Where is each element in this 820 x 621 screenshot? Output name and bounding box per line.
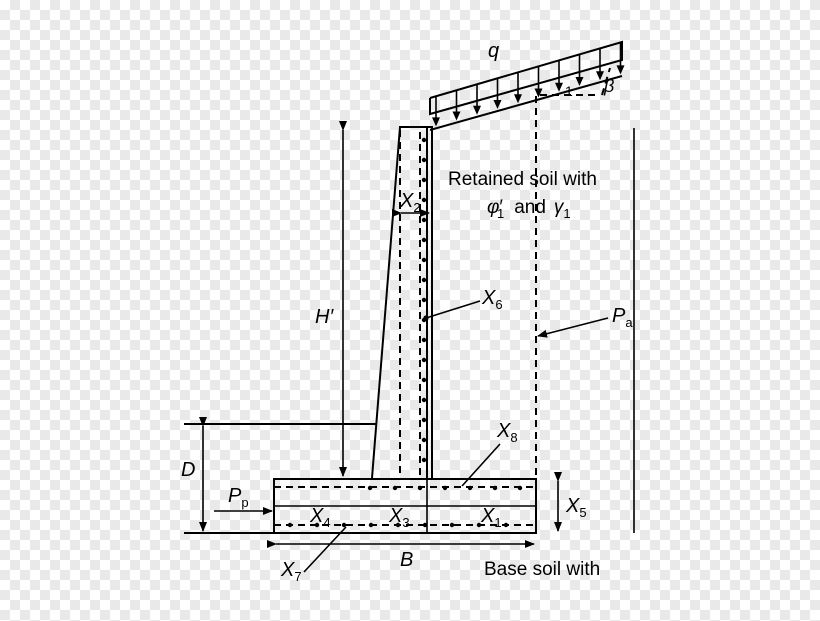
base-top-dot xyxy=(442,485,448,491)
base-soil-label: Base soil with xyxy=(484,559,600,580)
x6-leader xyxy=(425,300,481,319)
dimension-h-prime: H′ xyxy=(315,121,347,477)
leader-x6: X6 xyxy=(423,287,503,321)
base-top-dot xyxy=(392,485,398,491)
q-label: q xyxy=(488,40,499,62)
retained-soil-line1: Retained soil with xyxy=(448,169,597,190)
stem-rebar-dot xyxy=(421,357,427,363)
stem-rebar-dot xyxy=(421,257,427,263)
x2-label: X2 xyxy=(399,190,421,215)
slope-ratio-label: 1 xyxy=(565,83,573,99)
stem-rebar-dot xyxy=(421,157,427,163)
stem-rebar-dot xyxy=(421,297,427,303)
surcharge-arrow-head xyxy=(514,94,522,104)
stem-rebar-dot xyxy=(421,437,427,443)
x4-label: X4 xyxy=(309,505,331,530)
base-bottom-dot xyxy=(395,522,401,528)
base-bottom-dot xyxy=(449,522,455,528)
surcharge-arrow-head xyxy=(596,71,604,81)
base-top-dot xyxy=(467,485,473,491)
base-bottom-dot xyxy=(368,522,374,528)
stem-rebar-dots xyxy=(421,137,427,463)
dimension-b: B xyxy=(267,540,535,571)
base-bottom-dot xyxy=(476,522,482,528)
stem-rebar-dot xyxy=(421,457,427,463)
surcharge-outline xyxy=(429,40,623,116)
dimension-x2: X2 xyxy=(392,190,430,217)
stem-rebar-dot xyxy=(421,177,427,183)
stem-outline xyxy=(371,126,433,479)
base-bottom-dot xyxy=(422,522,428,528)
surcharge-arrow-head xyxy=(493,100,502,110)
dimension-d: D xyxy=(181,417,207,532)
surcharge-arrow-head xyxy=(432,117,440,127)
surcharge-arrow-head xyxy=(473,105,481,115)
base-bottom-dot xyxy=(503,522,509,528)
stem-rebar-dot xyxy=(421,137,427,143)
stem-rebar-dot xyxy=(421,237,427,243)
base-bottom-dot xyxy=(341,522,347,528)
d-label: D xyxy=(181,459,195,481)
x3-label: X3 xyxy=(388,505,410,530)
leader-x7: X7 xyxy=(280,526,347,584)
base-top-dot xyxy=(367,485,373,491)
b-label: B xyxy=(400,549,413,571)
surcharge-arrow-head xyxy=(555,82,563,92)
stem-rebar-dot xyxy=(421,397,427,403)
base-top-dot xyxy=(517,485,523,491)
x6-dot xyxy=(423,315,429,321)
surcharge-arrow-head xyxy=(616,65,625,75)
stem-rebar-dot xyxy=(421,197,427,203)
base-rebar-dots xyxy=(287,485,523,528)
stem-rebar-dot xyxy=(421,377,427,383)
h-prime-label: H′ xyxy=(315,306,334,328)
passive-pressure: Pp xyxy=(214,485,273,515)
base-bottom-dot xyxy=(314,522,320,528)
stem-rebar-dot xyxy=(421,217,427,223)
x7-label: X7 xyxy=(280,559,302,584)
beta-label: β xyxy=(603,76,614,96)
base-bottom-dot xyxy=(287,522,293,528)
surcharge-arrow-head xyxy=(452,111,461,121)
pp-label: Pp xyxy=(228,485,249,510)
active-pressure: Pa xyxy=(537,305,633,338)
leader-x8: X8 xyxy=(461,420,518,487)
x8-leader xyxy=(461,443,501,487)
stem-rebar-dot xyxy=(421,277,427,283)
base-top-dot xyxy=(492,485,498,491)
x6-label: X6 xyxy=(481,287,503,312)
stem-rebar-dot xyxy=(421,337,427,343)
surcharge-arrow-head xyxy=(534,88,543,98)
surcharge-arrows xyxy=(432,42,625,127)
base-top-dot xyxy=(417,485,423,491)
pa-arrow xyxy=(537,317,609,338)
x5-label: X5 xyxy=(565,495,587,520)
surcharge-arrow-head xyxy=(575,76,584,86)
base-slab xyxy=(273,478,537,534)
stem-rebar-dot xyxy=(421,417,427,423)
pa-label: Pa xyxy=(612,305,633,330)
dimension-x5: X5 xyxy=(554,472,587,532)
x7-leader xyxy=(303,526,347,573)
surcharge-load xyxy=(429,40,625,127)
x8-label: X8 xyxy=(496,420,518,445)
wall-stem xyxy=(371,126,433,479)
backfill-surface xyxy=(429,75,623,131)
x1-label: X1 xyxy=(480,505,502,530)
